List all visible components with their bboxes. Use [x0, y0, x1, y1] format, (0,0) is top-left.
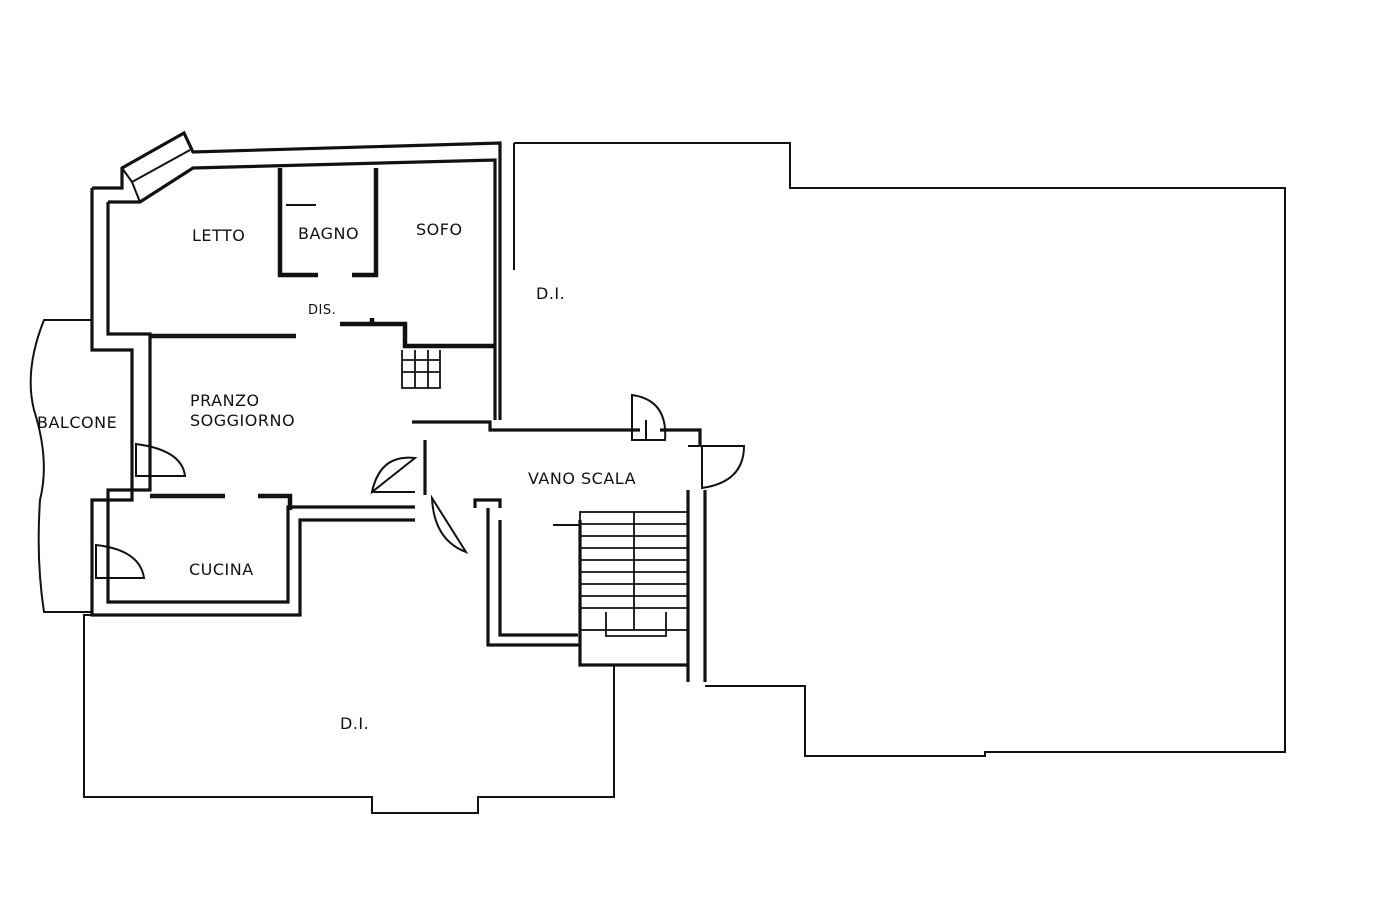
main-staircase	[579, 511, 689, 637]
room-label-pranzo: PRANZO	[190, 391, 260, 410]
room-label-di-bottom: D.I.	[340, 714, 369, 733]
room-label-dis: DIS.	[308, 303, 336, 318]
room-label-letto: LETTO	[192, 226, 245, 245]
balcony-outline	[29, 319, 92, 613]
room-label-balcone: BALCONE	[37, 413, 117, 432]
room-label-di-top: D.I.	[536, 284, 565, 303]
apartment-outer-wall	[90, 130, 502, 617]
room-label-bagno: BAGNO	[298, 224, 359, 243]
doors	[95, 393, 746, 579]
room-label-vano-scala: VANO SCALA	[528, 469, 636, 488]
room-label-soggiorno: SOGGIORNO	[190, 411, 295, 430]
interior-stair	[401, 350, 441, 389]
room-label-cucina: CUCINA	[189, 560, 254, 579]
room-label-sofo: SOFO	[416, 220, 463, 239]
room-labels: LETTO BAGNO SOFO DIS. D.I. BALCONE PRANZ…	[37, 220, 636, 733]
interior-walls	[150, 168, 495, 510]
adjacent-property-outlines	[83, 142, 1286, 814]
stairwell-walls	[412, 420, 707, 682]
